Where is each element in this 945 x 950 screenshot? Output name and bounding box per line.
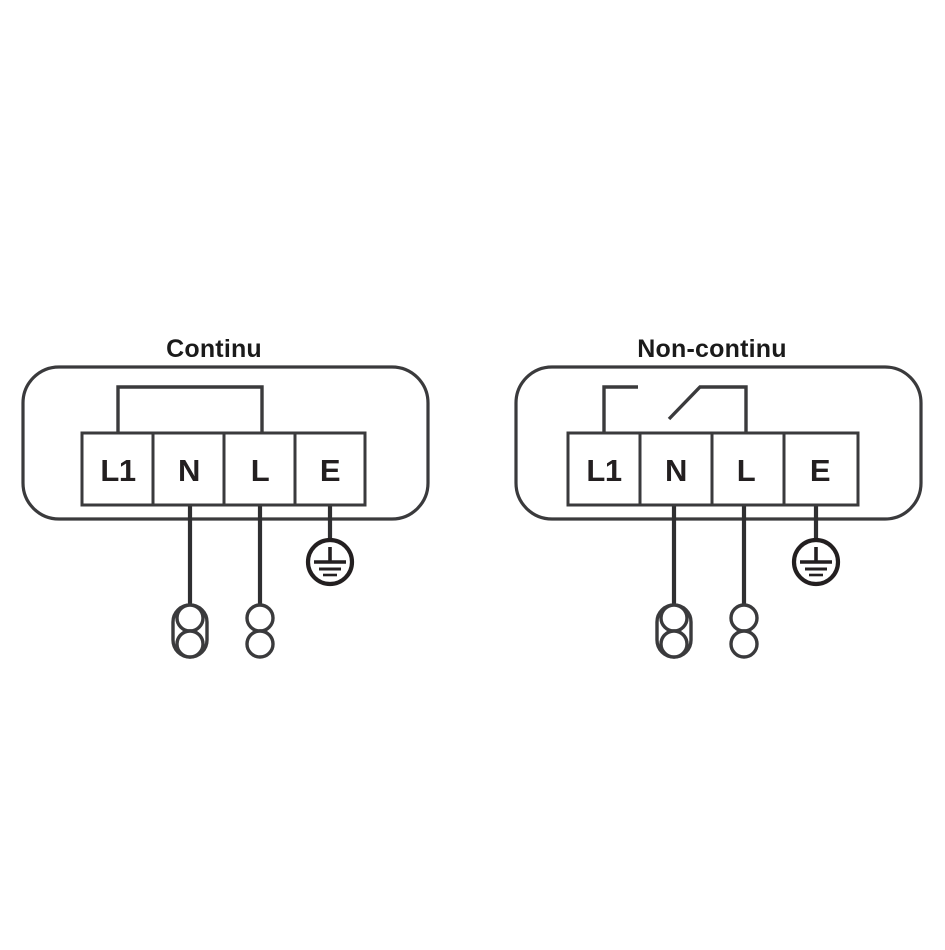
diagram-continu: Continu L1 N L E (21, 335, 430, 659)
terminal-label-l1-continu: L1 (100, 453, 135, 488)
terminal-label-l-continu: L (251, 453, 269, 488)
switch-left-arm-non-continu (602, 385, 638, 447)
connector-twin-capsule-non-continu (655, 603, 693, 659)
connector-circle-top-non-continu (729, 603, 759, 633)
terminal-block-non-continu: L1 N L E (566, 431, 860, 507)
terminal-label-e-non-continu: E (810, 453, 830, 488)
diagram-title-continu: Continu (166, 335, 262, 363)
connector-twin-capsule-continu (171, 603, 209, 659)
connector-double-circle-continu (245, 603, 275, 659)
connector-capsule-circle-bottom-continu (175, 629, 205, 659)
terminal-label-l1-non-continu: L1 (586, 453, 621, 488)
terminal-label-e-continu: E (320, 453, 340, 488)
connector-circle-bottom-non-continu (729, 629, 759, 659)
terminal-box-n-non-continu[interactable] (638, 431, 714, 507)
switch-blade-non-continu (667, 385, 748, 447)
terminal-label-n-continu: N (178, 453, 200, 488)
terminal-label-l-non-continu: L (737, 453, 755, 488)
connector-circle-bottom-continu (245, 629, 275, 659)
earth-symbol-non-continu (791, 537, 841, 587)
connector-double-circle-non-continu (729, 603, 759, 659)
terminal-box-n-continu[interactable] (151, 431, 226, 507)
link-open-switch-non-continu (602, 385, 748, 447)
terminal-block-continu: L1 N L E (80, 431, 367, 507)
link-closed-jumper-continu (116, 385, 264, 447)
connector-capsule-circle-bottom-non-continu (659, 629, 689, 659)
terminal-box-l1-continu[interactable] (80, 431, 155, 507)
terminal-box-l-continu[interactable] (222, 431, 297, 507)
connector-capsule-circle-top-continu (175, 603, 205, 633)
diagram-title-non-continu: Non-continu (637, 335, 786, 363)
terminal-box-l-non-continu[interactable] (710, 431, 786, 507)
terminal-label-n-non-continu: N (665, 453, 687, 488)
terminal-box-e-non-continu[interactable] (782, 431, 860, 507)
connector-capsule-circle-top-non-continu (659, 603, 689, 633)
earth-symbol-continu (305, 537, 355, 587)
diagram-non-continu: Non-continu L1 N L E (514, 335, 923, 659)
connector-circle-top-continu (245, 603, 275, 633)
terminal-box-e-continu[interactable] (293, 431, 367, 507)
